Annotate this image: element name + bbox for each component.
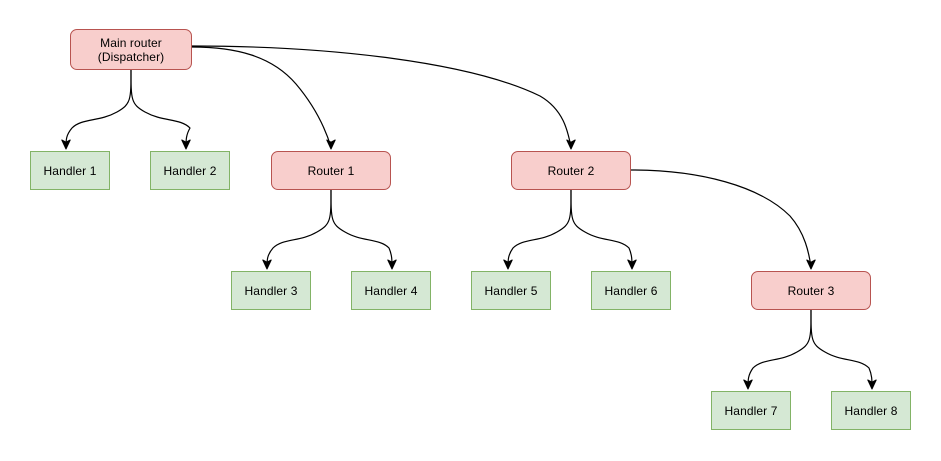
edge-e-main-h2 <box>130 69 191 150</box>
edge-line <box>747 309 812 388</box>
edge-line <box>130 69 191 148</box>
arrow-head-icon <box>61 139 71 150</box>
edge-e-r2-h5 <box>503 189 572 270</box>
arrow-head-icon <box>387 259 397 270</box>
node-handler-8[interactable]: Handler 8 <box>831 391 911 430</box>
node-handler-2[interactable]: Handler 2 <box>150 151 230 190</box>
node-handler-4[interactable]: Handler 4 <box>351 271 431 310</box>
arrow-head-icon <box>181 139 191 150</box>
edge-e-main-h1 <box>61 69 132 150</box>
arrow-head-icon <box>627 259 637 270</box>
node-main-router[interactable]: Main router (Dispatcher) <box>70 29 192 70</box>
edge-e-r2-h6 <box>570 189 637 270</box>
arrow-head-icon <box>806 259 816 270</box>
edge-line <box>191 46 332 148</box>
edge-line <box>330 189 393 268</box>
arrow-head-icon <box>262 259 272 270</box>
edge-line <box>191 45 572 148</box>
node-handler-1[interactable]: Handler 1 <box>30 151 110 190</box>
edge-e-r3-h8 <box>810 309 877 390</box>
node-router-2[interactable]: Router 2 <box>511 151 631 190</box>
edge-e-main-r2 <box>191 45 576 150</box>
node-handler-7[interactable]: Handler 7 <box>711 391 791 430</box>
edge-line <box>810 309 873 388</box>
node-handler-5[interactable]: Handler 5 <box>471 271 551 310</box>
node-router-3[interactable]: Router 3 <box>751 271 871 310</box>
arrow-head-icon <box>503 259 513 270</box>
edge-line <box>630 169 812 268</box>
edge-e-main-r1 <box>191 46 336 150</box>
edge-line <box>570 189 633 268</box>
arrow-head-icon <box>743 379 753 390</box>
node-handler-3[interactable]: Handler 3 <box>231 271 311 310</box>
edge-line <box>266 189 332 268</box>
edge-line <box>65 69 132 148</box>
edge-e-r1-h3 <box>262 189 332 270</box>
edge-line <box>507 189 572 268</box>
arrow-head-icon <box>326 139 336 150</box>
edge-e-r2-r3 <box>630 169 816 270</box>
edge-e-r1-h4 <box>330 189 397 270</box>
edge-e-r3-h7 <box>743 309 812 390</box>
arrow-head-icon <box>867 379 877 390</box>
node-handler-6[interactable]: Handler 6 <box>591 271 671 310</box>
arrow-head-icon <box>566 139 576 150</box>
node-router-1[interactable]: Router 1 <box>271 151 391 190</box>
